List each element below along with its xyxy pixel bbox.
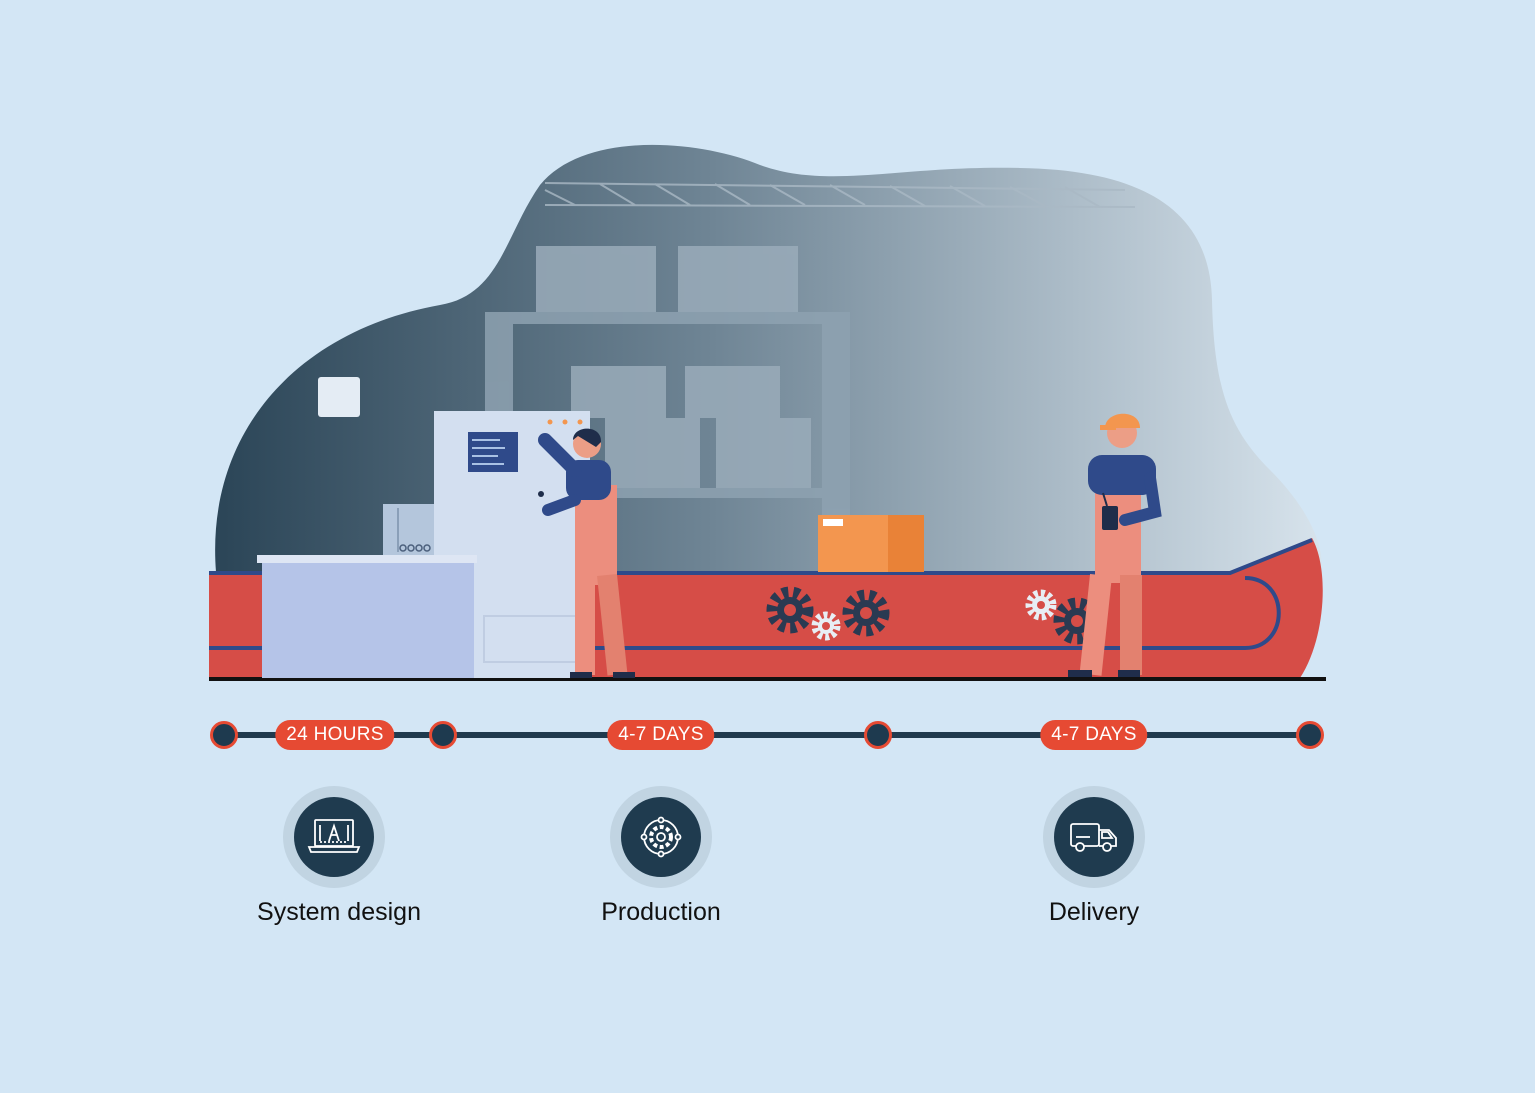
duration-pill-delivery: 4-7 DAYS: [1040, 720, 1148, 750]
stage-label-production: Production: [601, 898, 721, 926]
ceiling-truss: [544, 182, 1136, 208]
timeline-node: [210, 721, 238, 749]
stage-delivery: [1043, 786, 1145, 888]
package-box-icon: [818, 515, 924, 572]
timeline-node: [1296, 721, 1324, 749]
gear-icon: [811, 611, 841, 641]
gear-icon: [766, 586, 814, 634]
timeline-node: [429, 721, 457, 749]
laptop-design-icon: [294, 797, 374, 877]
gear-icon: [1025, 589, 1057, 621]
stage-label-system-design: System design: [257, 898, 421, 926]
delivery-truck-icon: [1054, 797, 1134, 877]
wall-clock-icon: [318, 377, 360, 417]
duration-pill-system-design: 24 HOURS: [275, 720, 395, 750]
process-timeline: 24 HOURS 4-7 DAYS 4-7 DAYS System design: [0, 700, 1535, 1093]
gear-target-icon: [621, 797, 701, 877]
worker-figure: [1068, 413, 1162, 677]
worker-figure: [538, 428, 635, 678]
duration-pill-production: 4-7 DAYS: [607, 720, 715, 750]
timeline-node: [864, 721, 892, 749]
factory-illustration: [209, 144, 1326, 681]
gear-icon: [842, 589, 890, 637]
timeline-track: [224, 732, 1310, 738]
stage-production: [610, 786, 712, 888]
stage-system-design: [283, 786, 385, 888]
stage-label-delivery: Delivery: [1048, 898, 1140, 926]
